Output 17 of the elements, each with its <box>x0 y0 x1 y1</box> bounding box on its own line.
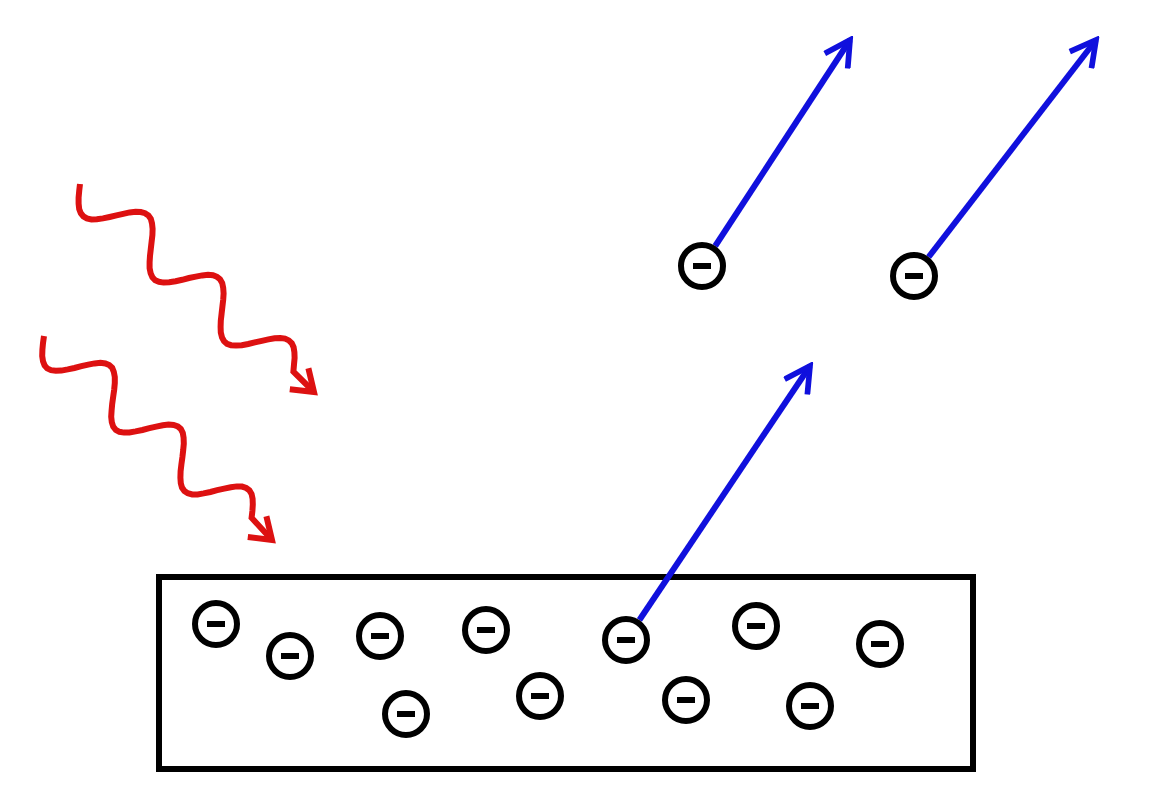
electron-icon <box>732 602 780 650</box>
electron-icon <box>462 606 510 654</box>
electron-icon <box>192 600 240 648</box>
electron-icon <box>516 672 564 720</box>
electron-icon <box>678 242 726 290</box>
emission-arrow <box>926 37 1099 259</box>
electron-icon <box>662 676 710 724</box>
electron-icon <box>602 616 650 664</box>
emission-arrow <box>712 37 853 248</box>
emission-arrow <box>636 363 813 622</box>
electron-icon <box>266 632 314 680</box>
metal-plate <box>156 574 976 772</box>
electron-icon <box>856 620 904 668</box>
electron-icon <box>890 252 938 300</box>
electron-icon <box>356 612 404 660</box>
electron-icon <box>786 682 834 730</box>
electron-icon <box>382 690 430 738</box>
